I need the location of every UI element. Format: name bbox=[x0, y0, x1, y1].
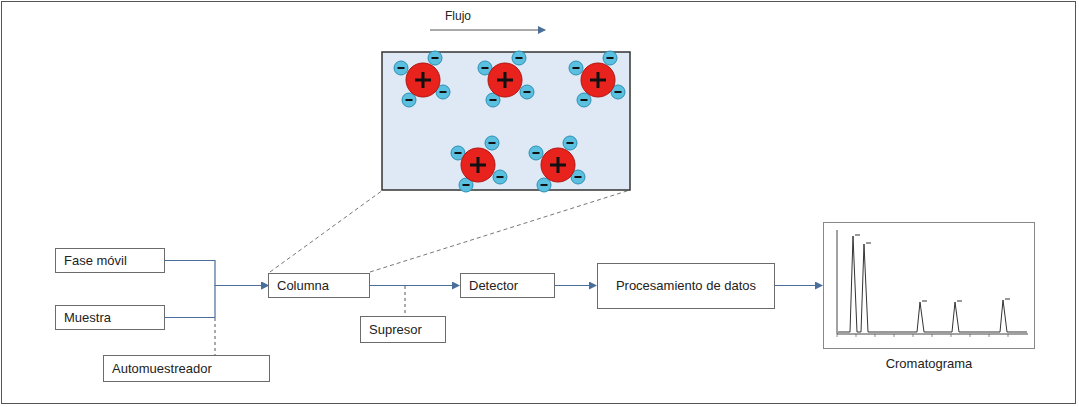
ion-pair bbox=[478, 51, 534, 107]
anion bbox=[537, 178, 551, 192]
anion bbox=[577, 93, 591, 107]
anion bbox=[569, 61, 583, 75]
axis-tick bbox=[951, 334, 952, 337]
anion bbox=[529, 146, 543, 160]
axis-tick bbox=[989, 334, 990, 337]
flow-connector bbox=[165, 286, 268, 318]
plot-axes bbox=[837, 230, 1028, 334]
peak-tag bbox=[922, 300, 927, 302]
process-box: Detector bbox=[460, 273, 555, 298]
flow-connector bbox=[165, 261, 268, 286]
minus-sign bbox=[490, 99, 497, 101]
ion-pair bbox=[451, 136, 507, 192]
minus-sign bbox=[455, 152, 462, 154]
minus-sign bbox=[567, 142, 574, 144]
plus-sign bbox=[557, 157, 560, 173]
minus-sign bbox=[482, 67, 489, 69]
zoom-leader bbox=[270, 190, 383, 272]
process-box: Columna bbox=[268, 273, 370, 298]
minus-sign bbox=[440, 91, 447, 93]
minus-sign bbox=[463, 184, 470, 186]
chromatogram-plot bbox=[823, 222, 1035, 350]
anion bbox=[512, 51, 526, 65]
flow-connector bbox=[370, 285, 459, 286]
zoom-leader bbox=[370, 190, 630, 272]
plus-sign bbox=[477, 157, 480, 173]
plot-frame bbox=[824, 223, 1035, 349]
anion bbox=[493, 170, 507, 184]
peak-tag bbox=[957, 300, 962, 302]
anion bbox=[402, 93, 416, 107]
anion bbox=[428, 51, 442, 65]
ion-pair bbox=[569, 51, 625, 107]
anion bbox=[603, 51, 617, 65]
input-box: Muestra bbox=[55, 305, 165, 330]
flow-arrow bbox=[430, 30, 545, 31]
axis-tick bbox=[970, 334, 971, 337]
axis-tick bbox=[875, 334, 876, 337]
plus-sign bbox=[422, 72, 425, 88]
axis-tick bbox=[837, 334, 838, 337]
ion-pair bbox=[394, 51, 450, 107]
ion-illustration bbox=[394, 51, 625, 192]
axis-tick bbox=[856, 334, 857, 337]
chromatogram-figure: Cromatograma bbox=[823, 222, 1035, 377]
autosampler-tie bbox=[215, 318, 216, 355]
minus-sign bbox=[524, 91, 531, 93]
box-label: Columna bbox=[277, 278, 329, 294]
cation bbox=[488, 63, 522, 97]
axis-tick bbox=[894, 334, 895, 337]
anion bbox=[563, 136, 577, 150]
axis-tick bbox=[913, 334, 914, 337]
minus-sign bbox=[516, 57, 523, 59]
box-label: Automuestreador bbox=[112, 361, 212, 377]
peak-tag bbox=[1005, 298, 1010, 300]
anion bbox=[520, 85, 534, 99]
process-box: Procesamiento de datos bbox=[597, 263, 775, 309]
input-box: Automuestreador bbox=[103, 355, 270, 382]
minus-sign bbox=[432, 57, 439, 59]
anion bbox=[485, 136, 499, 150]
peak-tag bbox=[855, 234, 860, 236]
minus-sign bbox=[541, 184, 548, 186]
cation bbox=[541, 148, 575, 182]
plus-sign bbox=[597, 72, 600, 88]
cation bbox=[581, 63, 615, 97]
column-inset bbox=[382, 52, 630, 190]
minus-sign bbox=[497, 176, 504, 178]
peak-tag bbox=[866, 242, 871, 244]
input-box: Fase móvil bbox=[55, 248, 165, 273]
flow-connector bbox=[555, 285, 596, 286]
flow-label: Flujo bbox=[445, 9, 471, 23]
minus-sign bbox=[607, 57, 614, 59]
minus-sign bbox=[615, 91, 622, 93]
minus-sign bbox=[581, 99, 588, 101]
plus-sign bbox=[504, 72, 507, 88]
axis-tick bbox=[932, 334, 933, 337]
process-box: Supresor bbox=[360, 316, 446, 343]
box-label: Fase móvil bbox=[64, 253, 127, 269]
figure-caption: Cromatograma bbox=[823, 356, 1035, 372]
minus-sign bbox=[406, 99, 413, 101]
box-label: Detector bbox=[469, 278, 518, 294]
flow-connector bbox=[775, 285, 822, 286]
minus-sign bbox=[398, 67, 405, 69]
minus-sign bbox=[575, 176, 582, 178]
cation bbox=[461, 148, 495, 182]
box-label: Supresor bbox=[369, 322, 422, 338]
minus-sign bbox=[489, 142, 496, 144]
anion bbox=[394, 61, 408, 75]
box-label: Procesamiento de datos bbox=[616, 278, 756, 294]
cation bbox=[406, 63, 440, 97]
suppressor-tie bbox=[405, 286, 406, 316]
minus-sign bbox=[533, 152, 540, 154]
chromatogram-trace bbox=[838, 236, 1027, 332]
box-label: Muestra bbox=[64, 310, 111, 326]
axis-tick bbox=[1008, 334, 1009, 337]
ion-pair bbox=[529, 136, 585, 192]
minus-sign bbox=[573, 67, 580, 69]
